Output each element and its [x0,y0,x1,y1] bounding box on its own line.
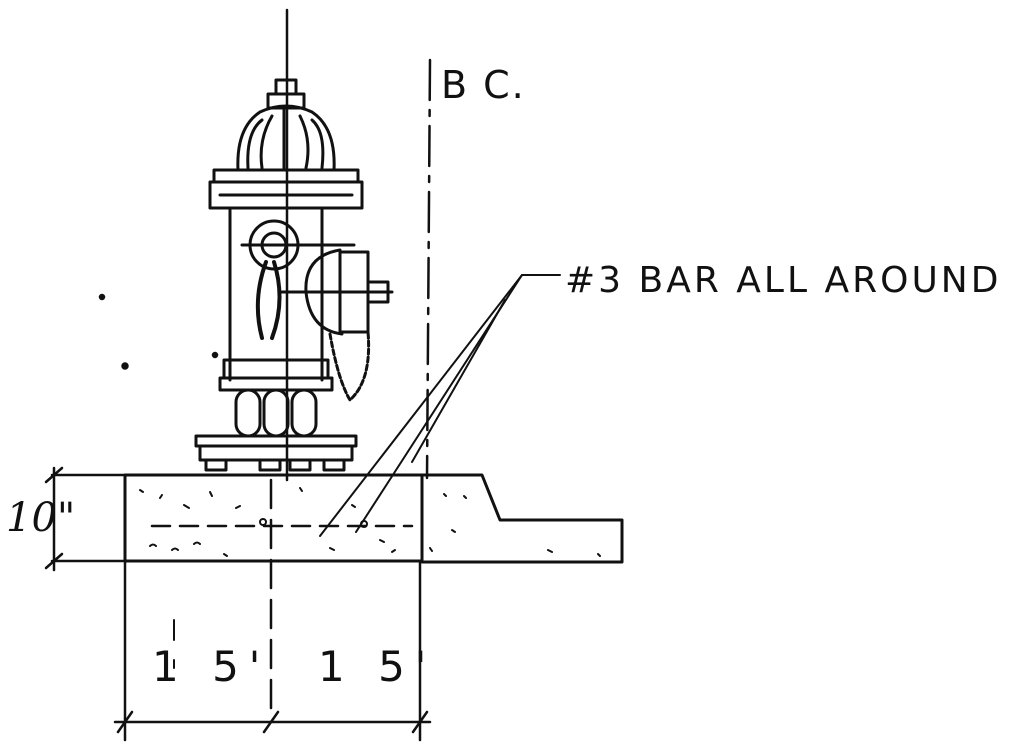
concrete-pad [123,473,424,563]
rebar-leader [319,274,561,537]
depth-dimension [44,466,127,572]
curb [420,473,624,564]
rebar-note-label: #3 BAR ALL AROUND [565,260,1002,301]
back-of-curb-label: B C. [441,63,526,107]
width-dimension [113,559,432,742]
left-width-label: 1 5' [152,642,271,691]
back-of-curb-line [425,58,432,480]
right-width-label: 1 5' [318,642,437,691]
stray-dot [211,351,219,359]
fire-hydrant [194,78,394,472]
pad-depth-label: 10" [6,495,76,541]
stray-dot [121,362,129,370]
stray-dot [98,293,106,301]
